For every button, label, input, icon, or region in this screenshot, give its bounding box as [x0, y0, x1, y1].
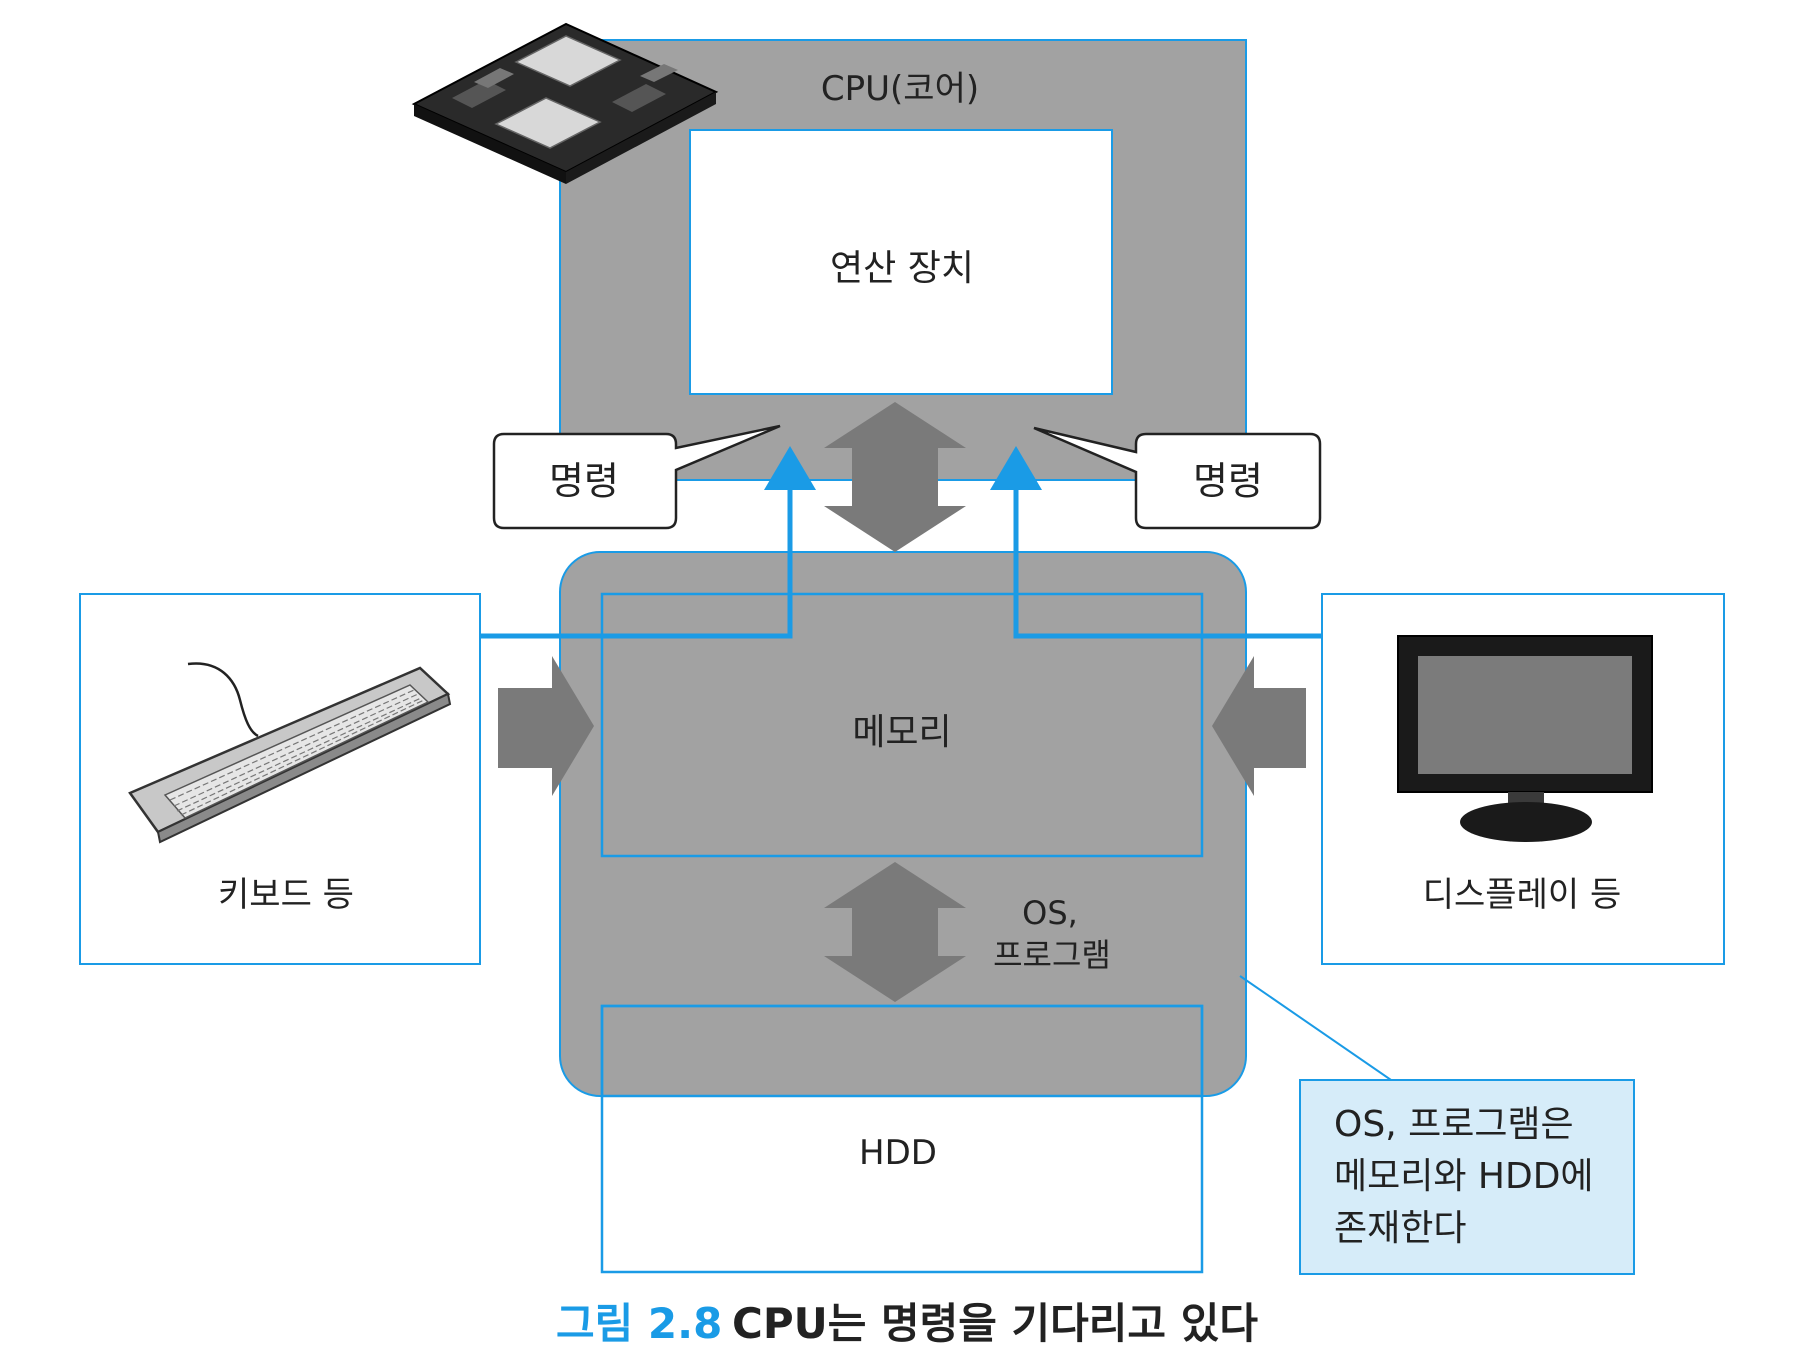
instruction-label-right: 명령 — [1193, 459, 1263, 503]
cpu-memory-double-arrow — [824, 402, 966, 552]
display-label: 디스플레이 등 — [1423, 875, 1622, 915]
monitor-icon — [1397, 635, 1653, 842]
note-pointer — [1239, 975, 1398, 1083]
cpu-label: CPU(코어) — [821, 69, 979, 109]
instruction-callout-left — [492, 424, 781, 530]
note-line-3: 존재한다 — [1334, 1208, 1466, 1249]
keyboard-icon — [128, 662, 452, 844]
instruction-label-left: 명령 — [549, 459, 619, 503]
cpu-chip-icon — [411, 22, 719, 184]
hdd-box — [600, 1004, 1204, 1274]
display-input-arrow — [1212, 656, 1306, 796]
arithmetic-unit-label: 연산 장치 — [830, 248, 974, 289]
keyboard-instruction-arrowhead — [764, 446, 816, 490]
note-line-1: OS, 프로그램은 — [1334, 1104, 1574, 1145]
keyboard-instruction-line — [480, 480, 793, 639]
os-program-label-line1: OS, — [1022, 894, 1078, 932]
display-instruction-arrowhead — [990, 446, 1042, 490]
note-box — [1299, 1079, 1635, 1275]
hdd-label: HDD — [859, 1133, 937, 1173]
instruction-callout-right — [1033, 426, 1322, 530]
figure-number: 그림 2.8 — [556, 1299, 722, 1348]
keyboard-label: 키보드 등 — [218, 875, 354, 915]
keyboard-input-arrow — [498, 656, 594, 796]
os-program-label-line2: 프로그램 — [993, 936, 1111, 974]
memory-hdd-double-arrow — [824, 862, 966, 1002]
hdd-box-top — [600, 1004, 1204, 1098]
memory-label: 메모리 — [852, 712, 951, 753]
arithmetic-unit-box — [689, 129, 1113, 395]
note-line-2: 메모리와 HDD에 — [1334, 1156, 1594, 1197]
display-instruction-line — [1013, 480, 1322, 639]
figure-title: CPU는 명령을 기다리고 있다 — [732, 1299, 1258, 1348]
